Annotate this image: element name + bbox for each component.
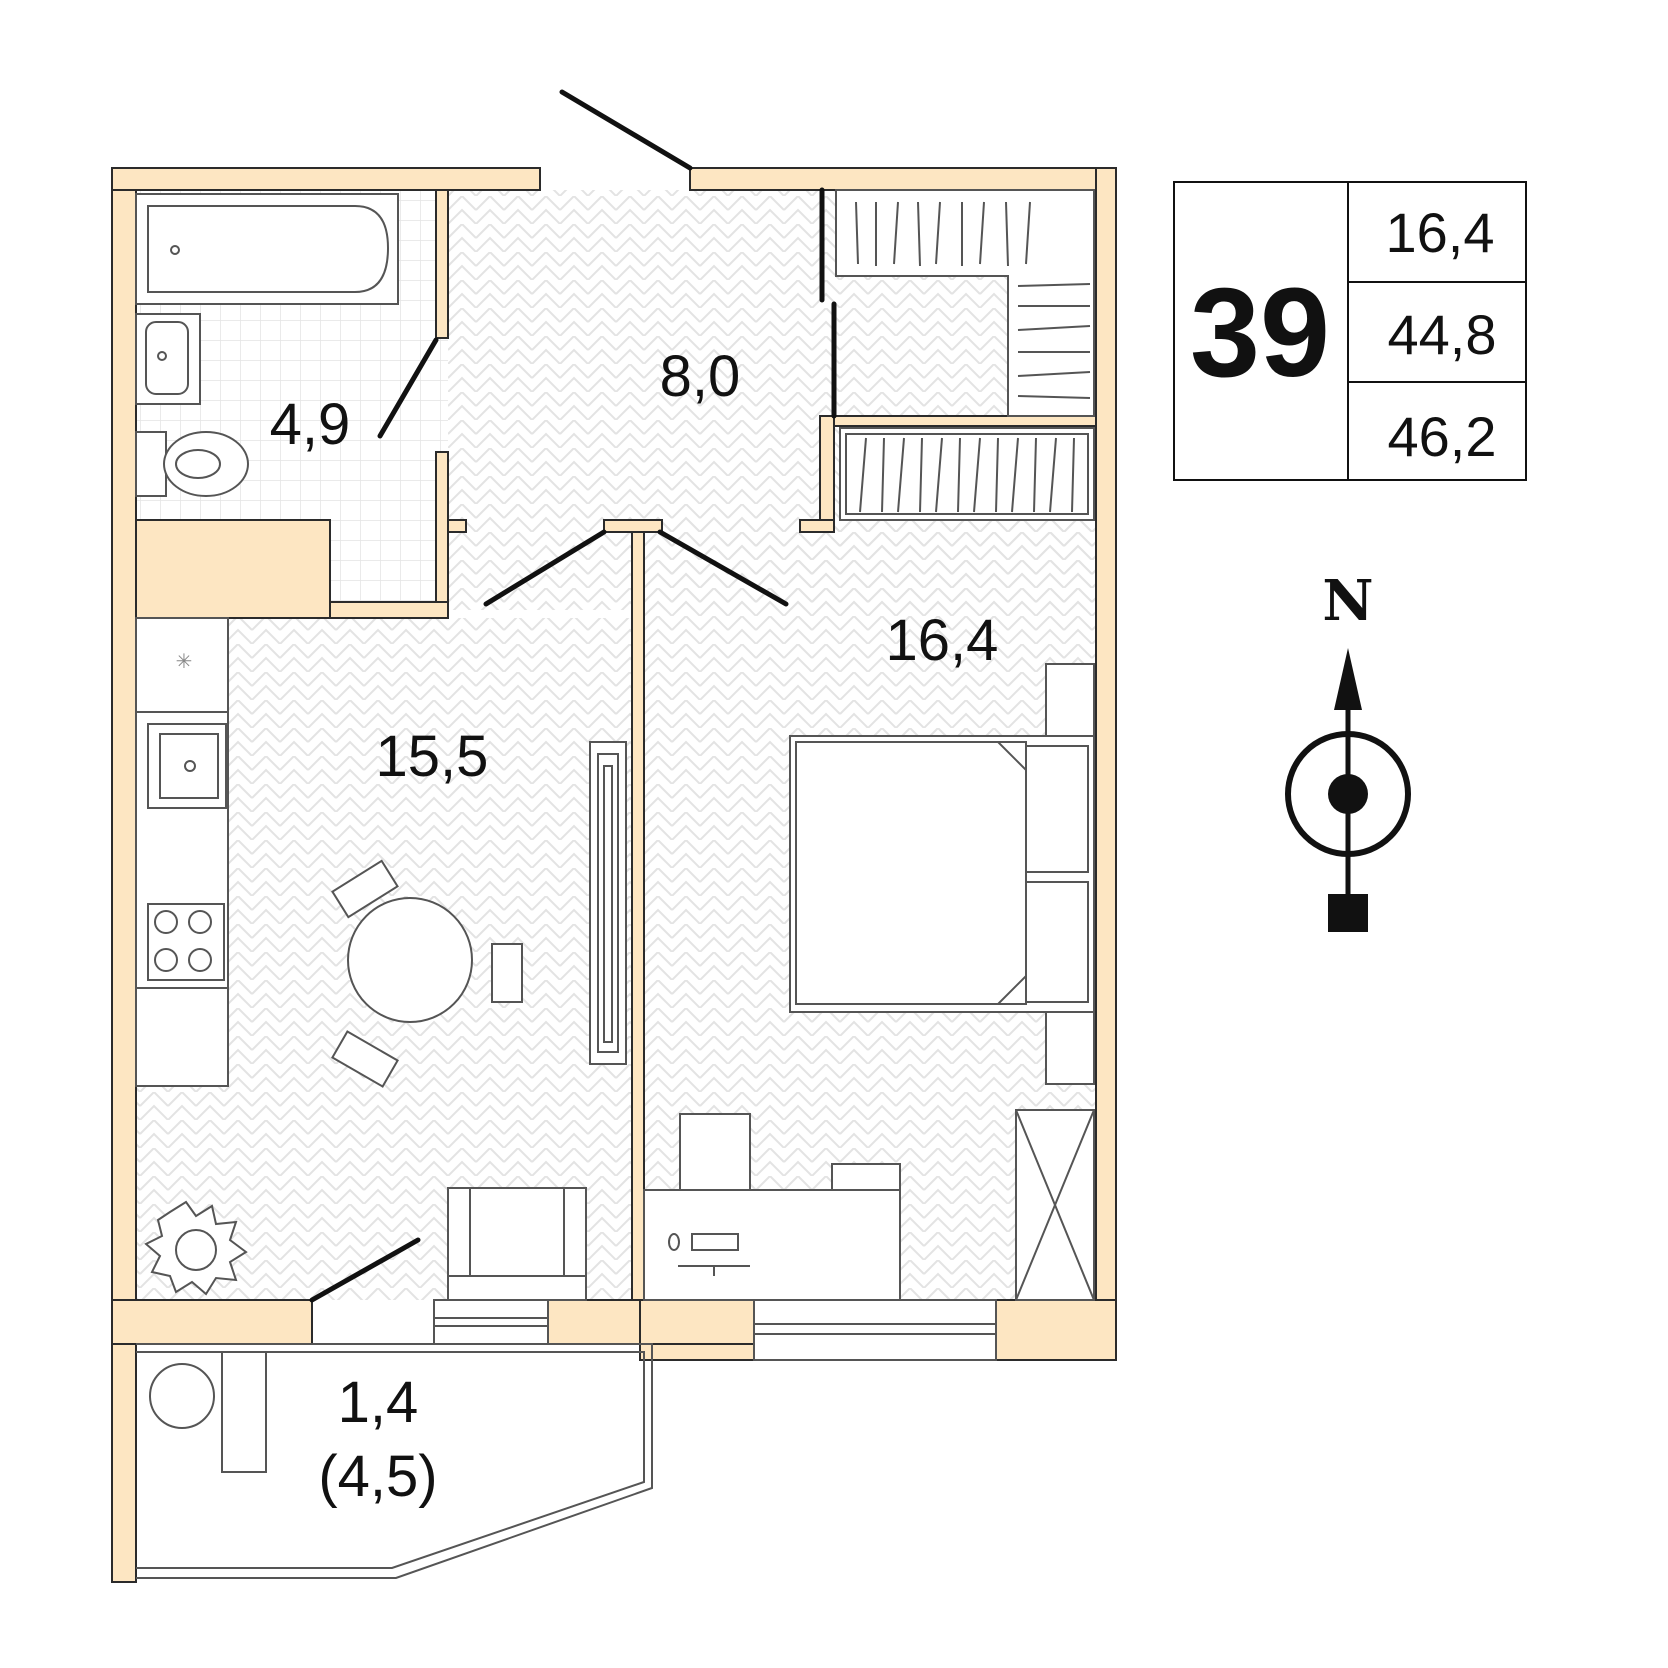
- apartment-number: 39: [1190, 262, 1330, 403]
- closet-sliding-doors[interactable]: [819, 187, 837, 419]
- room-label-hallway: 8,0: [660, 344, 741, 409]
- washbasin: [135, 313, 201, 405]
- door-entrance[interactable]: [559, 89, 693, 171]
- balcony-chair: [149, 1363, 215, 1429]
- tv-stand: [589, 741, 627, 1065]
- door-bedroom[interactable]: [657, 529, 789, 607]
- area-total-no-balcony: 44,8: [1388, 303, 1497, 366]
- window-kitchen[interactable]: [433, 1299, 549, 1345]
- wardrobe-top: [835, 189, 1095, 417]
- room-label-kitchen-living: 15,5: [376, 724, 489, 789]
- armchair: [447, 1187, 587, 1301]
- balcony: [136, 1343, 653, 1579]
- balcony-shelf: [221, 1351, 267, 1473]
- room-label-bathroom: 4,9: [270, 392, 351, 457]
- wardrobe-middle: [839, 427, 1095, 521]
- desk: [643, 1113, 901, 1301]
- svg-text:✳: ✳: [176, 649, 193, 673]
- kitchen-counter: ✳: [135, 617, 229, 1087]
- room-label-balcony: 1,4: [338, 1370, 419, 1435]
- plant: [144, 1200, 248, 1296]
- window-bedroom[interactable]: [753, 1299, 997, 1361]
- stove: [147, 903, 225, 981]
- room-label-bedroom: 16,4: [886, 608, 999, 673]
- kitchen-sink: [147, 723, 227, 809]
- north-label: N: [1322, 568, 1373, 634]
- door-bathroom[interactable]: [377, 337, 439, 439]
- door-balcony[interactable]: [309, 1237, 421, 1303]
- area-table: 39 16,4 44,8 46,2: [1173, 181, 1527, 481]
- double-bed: [789, 663, 1095, 1085]
- north-arrow-icon: [1285, 648, 1411, 932]
- room-label-balcony-full: (4,5): [318, 1444, 437, 1509]
- area-living: 16,4: [1386, 201, 1495, 264]
- bathtub: [135, 193, 399, 305]
- area-total: 46,2: [1388, 405, 1497, 468]
- dining-set: [331, 859, 523, 1088]
- compass: N: [1285, 568, 1411, 932]
- walls: [111, 167, 1117, 1583]
- wardrobe-bedroom: [1015, 1109, 1095, 1301]
- door-kitchen[interactable]: [483, 529, 607, 607]
- toilet: [135, 431, 249, 497]
